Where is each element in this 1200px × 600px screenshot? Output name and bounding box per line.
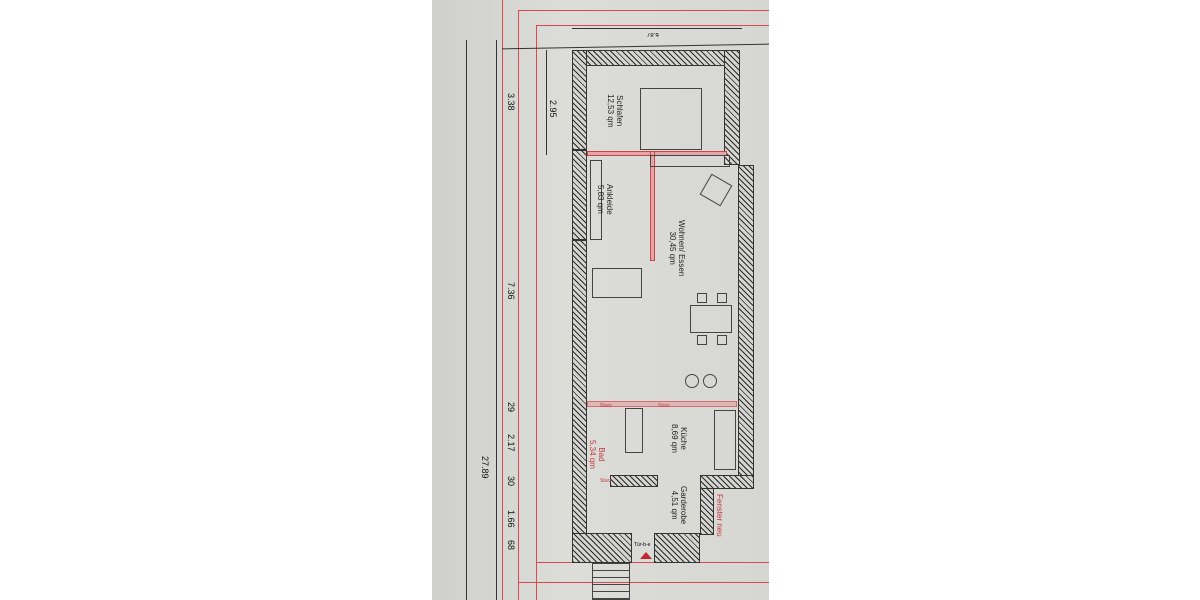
partition-new xyxy=(587,401,737,407)
kitchen-counter xyxy=(714,410,736,470)
dimension-label: 3.38 xyxy=(506,93,516,111)
chair xyxy=(697,293,707,303)
boundary-line xyxy=(536,25,537,600)
dimension-line xyxy=(502,43,769,50)
wall-hall xyxy=(610,475,658,487)
dimension-top: 6.87 xyxy=(647,31,659,37)
chair xyxy=(697,335,707,345)
wall-left xyxy=(572,240,587,540)
chair xyxy=(717,335,727,345)
dining-table xyxy=(690,305,732,333)
dimension-line xyxy=(546,50,547,155)
wall-left xyxy=(572,150,587,240)
dimension-label: 2.95 xyxy=(548,100,558,118)
annotation-sturz: Sturz xyxy=(658,403,670,409)
wall-left xyxy=(572,50,587,150)
dimension-line xyxy=(466,40,467,600)
partition-new xyxy=(650,151,655,261)
dimension-label: 30 xyxy=(506,476,516,487)
armchair xyxy=(699,173,733,207)
closet xyxy=(590,160,602,240)
dimension-line xyxy=(572,28,742,29)
wall-right xyxy=(724,50,740,165)
dimension-label: 7.36 xyxy=(506,282,516,300)
wardrobe xyxy=(650,155,730,167)
boundary-line xyxy=(518,10,519,600)
annotation-sturz: Sturz xyxy=(600,478,612,484)
dimension-label: 2.17 xyxy=(506,434,516,452)
annotation-tuer: Tür-b-e xyxy=(634,542,651,548)
entrance-arrow xyxy=(640,552,652,559)
wall-kitchen xyxy=(700,475,754,489)
boundary-line xyxy=(518,10,769,11)
stool xyxy=(703,374,717,388)
wall-top xyxy=(572,50,740,66)
chair xyxy=(717,293,727,303)
dimension-label: 1.66 xyxy=(506,510,516,528)
bed xyxy=(640,88,702,150)
dimension-total: 27.89 xyxy=(480,456,490,479)
dimension-line xyxy=(496,40,497,600)
sofa xyxy=(592,268,642,298)
dimension-label: 29 xyxy=(506,402,516,413)
boundary-line xyxy=(518,582,769,583)
dimension-label: 68 xyxy=(506,540,516,551)
wall-bottom xyxy=(572,533,632,563)
boundary-line xyxy=(502,0,503,600)
stairs xyxy=(592,563,630,600)
annotation-sturz: Sturz xyxy=(600,403,612,409)
shower xyxy=(625,408,643,453)
stool xyxy=(685,374,699,388)
boundary-line xyxy=(536,25,769,26)
boundary-line xyxy=(536,562,769,563)
wall-bottom xyxy=(654,533,700,563)
annotation-fenster-neu: Fenster neu xyxy=(715,494,724,537)
wall-right xyxy=(738,165,754,480)
